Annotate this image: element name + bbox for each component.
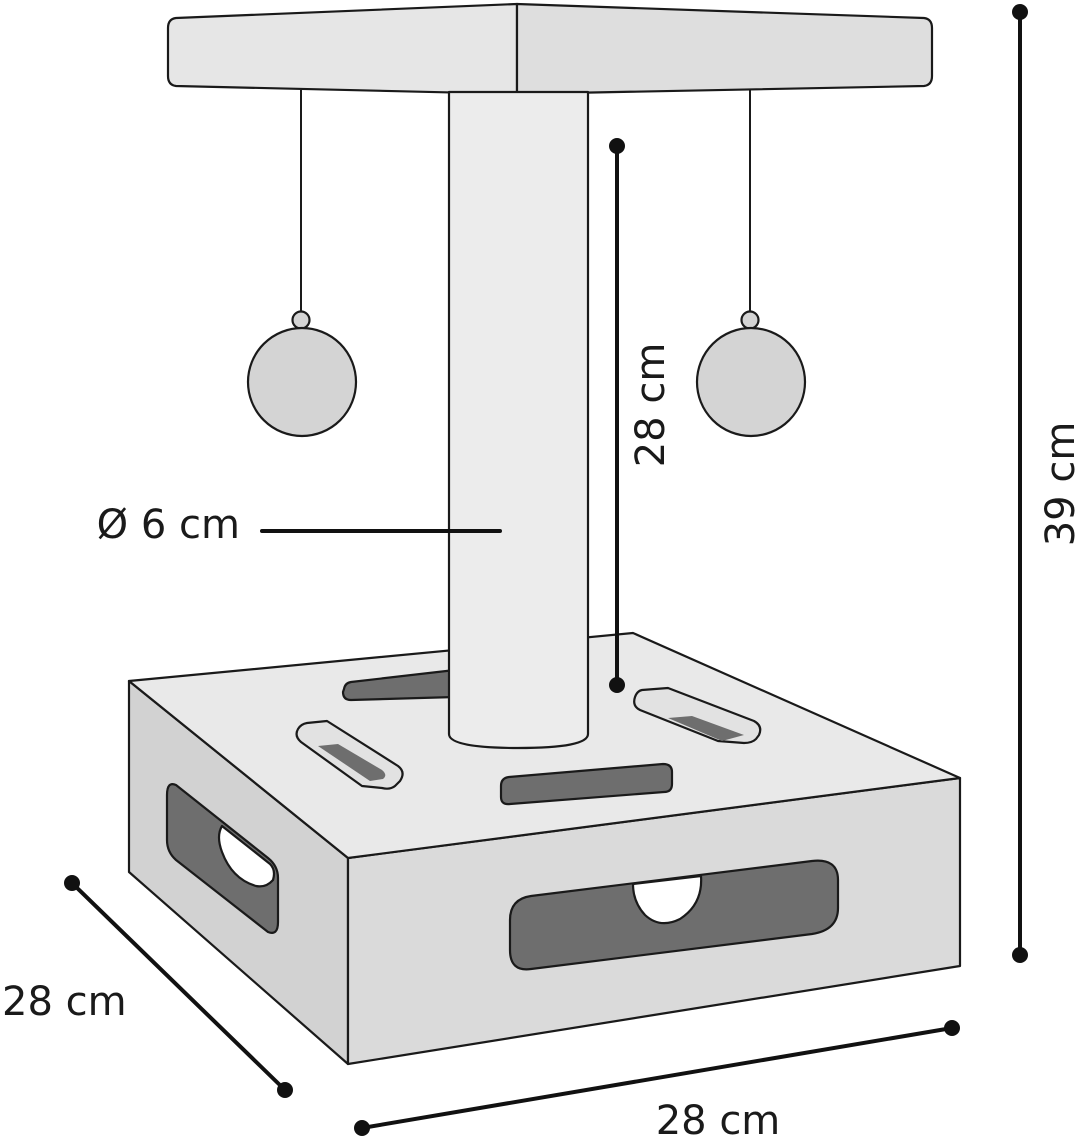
- width-dot-left: [354, 1120, 370, 1136]
- depth-dot-bottom: [277, 1082, 293, 1098]
- base-front-hole: [631, 874, 703, 925]
- width-line: [360, 1026, 954, 1130]
- top-platform-right-face: [515, 2, 934, 96]
- base-top-slot-right: [633, 686, 762, 745]
- depth-label: 28 cm: [2, 979, 127, 1025]
- base-top-slot-front: [499, 762, 674, 806]
- post-height-dimension: 28 cm: [609, 138, 674, 693]
- ball-left: [246, 326, 358, 438]
- scratching-post: [447, 90, 590, 750]
- total-height-label: 39 cm: [1038, 422, 1080, 547]
- post-height-dot-top: [609, 138, 625, 154]
- base-left-side-opening: [165, 783, 280, 934]
- post-body: [447, 90, 590, 750]
- base-top-slot-left-opening: [318, 744, 386, 781]
- hanging-ball-left: [246, 90, 358, 438]
- top-platform-left-face: [166, 2, 519, 96]
- diameter-label: Ø 6 cm: [97, 502, 240, 548]
- ball-knob-right: [740, 310, 760, 330]
- diameter-dimension: Ø 6 cm: [97, 502, 502, 548]
- width-dimension: 28 cm: [354, 1020, 960, 1142]
- base-top-slot-right-opening: [668, 716, 744, 741]
- depth-dimension: 28 cm: [2, 875, 293, 1098]
- total-height-dimension: 39 cm: [1012, 4, 1080, 963]
- width-label: 28 cm: [656, 1098, 781, 1142]
- depth-dot-top: [64, 875, 80, 891]
- top-platform: [166, 2, 934, 96]
- width-dot-right: [944, 1020, 960, 1036]
- total-height-dot-top: [1012, 4, 1028, 20]
- ball-right: [695, 326, 807, 438]
- post-height-label: 28 cm: [628, 343, 674, 468]
- total-height-dot-bottom: [1012, 947, 1028, 963]
- ball-knob-left: [291, 310, 311, 330]
- post-height-dot-bottom: [609, 677, 625, 693]
- depth-line: [70, 881, 287, 1092]
- base-left-side-hole: [217, 824, 276, 888]
- hanging-ball-right: [695, 90, 807, 438]
